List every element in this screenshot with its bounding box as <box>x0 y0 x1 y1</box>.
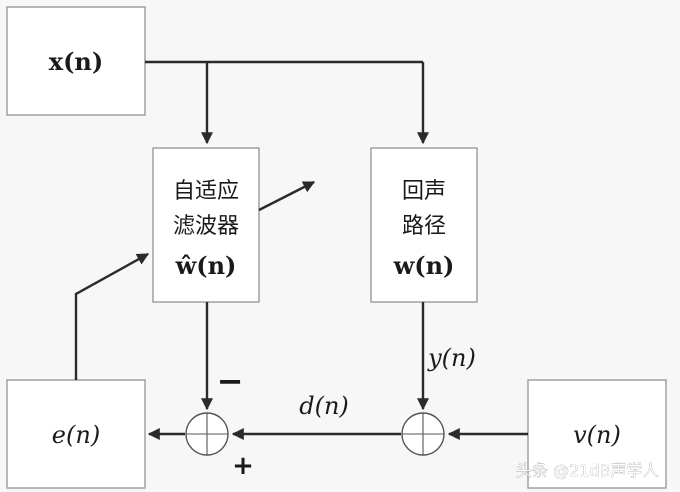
input-label: x(n) <box>49 47 103 76</box>
echo-weight-label: w(n) <box>393 251 455 280</box>
echo-output-label: y(n) <box>427 344 476 372</box>
feedback-arrow <box>74 252 150 380</box>
plus-sign: + <box>232 451 254 481</box>
error-block <box>6 379 146 489</box>
desired-signal-label: d(n) <box>299 392 349 420</box>
watermark: 头条 @21dB声学人 <box>516 461 659 480</box>
error-label: e(n) <box>52 421 100 449</box>
noise-block <box>527 379 667 489</box>
minus-sign: − <box>217 362 244 400</box>
filter-label-line2: 滤波器 <box>173 214 239 239</box>
filter-weight-label: ŵ(n) <box>175 251 237 280</box>
noise-label: v(n) <box>573 421 621 449</box>
filter-label-line1: 自适应 <box>173 179 239 204</box>
summing-junction-right <box>401 412 445 456</box>
echo-label-line1: 回声 <box>402 179 446 204</box>
echo-path-block <box>370 147 478 303</box>
echo-label-line2: 路径 <box>402 214 446 239</box>
summing-junction-left <box>185 412 229 456</box>
input-block <box>6 6 146 116</box>
adaptation-arrow <box>258 180 316 212</box>
adaptive-filter-block <box>152 147 260 303</box>
